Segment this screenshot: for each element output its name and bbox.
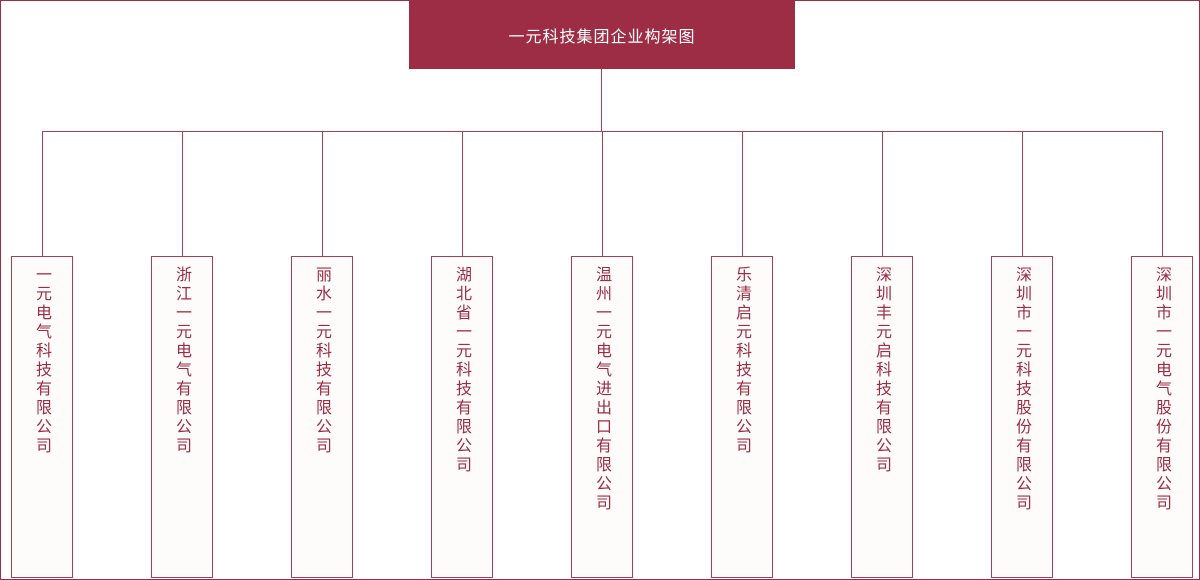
child-connector-line bbox=[182, 131, 183, 256]
org-node-label: 浙江一元电气有限公司 bbox=[173, 266, 192, 456]
org-node: 深圳丰元启科技有限公司 bbox=[851, 256, 913, 578]
child-connector-line bbox=[1022, 131, 1023, 256]
child-connector-line bbox=[742, 131, 743, 256]
org-node: 丽水一元科技有限公司 bbox=[291, 256, 353, 578]
org-node-label: 湖北省一元科技有限公司 bbox=[453, 266, 472, 475]
org-node: 深圳市一元电气股份有限公司 bbox=[1131, 256, 1193, 578]
child-connector-line bbox=[42, 131, 43, 256]
org-node-label: 深圳市一元科技股份有限公司 bbox=[1013, 266, 1032, 513]
org-node: 一元电气科技有限公司 bbox=[11, 256, 73, 578]
org-node: 浙江一元电气有限公司 bbox=[151, 256, 213, 578]
child-connector-line bbox=[882, 131, 883, 256]
org-node: 深圳市一元科技股份有限公司 bbox=[991, 256, 1053, 578]
child-connector-line bbox=[602, 131, 603, 256]
child-connector-line bbox=[322, 131, 323, 256]
org-node-label: 一元电气科技有限公司 bbox=[33, 266, 52, 456]
org-node-label: 深圳市一元电气股份有限公司 bbox=[1153, 266, 1172, 513]
root-node-label: 一元科技集团企业构架图 bbox=[508, 27, 696, 46]
org-node: 温州一元电气进出口有限公司 bbox=[571, 256, 633, 578]
child-connector-line bbox=[462, 131, 463, 256]
child-connector-line bbox=[1162, 131, 1163, 256]
root-connector-line bbox=[601, 69, 602, 131]
org-node-label: 深圳丰元启科技有限公司 bbox=[873, 266, 892, 475]
org-node: 湖北省一元科技有限公司 bbox=[431, 256, 493, 578]
root-node: 一元科技集团企业构架图 bbox=[409, 1, 795, 69]
org-node: 乐清启元科技有限公司 bbox=[711, 256, 773, 578]
org-node-label: 温州一元电气进出口有限公司 bbox=[593, 266, 612, 513]
org-node-label: 丽水一元科技有限公司 bbox=[313, 266, 332, 456]
org-node-label: 乐清启元科技有限公司 bbox=[733, 266, 752, 456]
